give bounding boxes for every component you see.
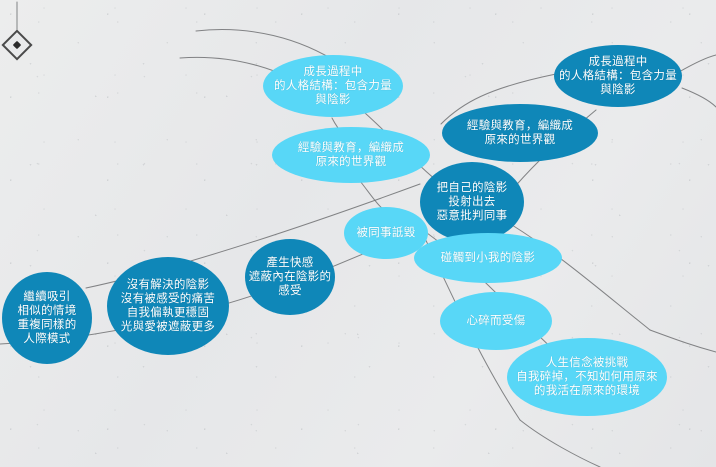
connector-line xyxy=(678,54,716,73)
mindmap-node[interactable]: 成長過程中 的人格結構：包含力量 與陰影 xyxy=(554,45,682,107)
mindmap-node[interactable]: 產生快感 遮蔽內在陰影的 感受 xyxy=(245,239,335,315)
mindmap-node-label: 被同事詆毀 xyxy=(356,226,416,239)
mindmap-node[interactable]: 碰觸到小我的陰影 xyxy=(414,233,562,283)
mindmap-node-label: 沒有解決的陰影 沒有被感受的痛苦 自我偏執更穩固 光與愛被遮蔽更多 xyxy=(120,278,216,334)
connector-line xyxy=(519,419,601,467)
mindmap-node-label: 繼續吸引 相似的情境 重複同樣的 人際模式 xyxy=(17,290,77,346)
mindmap-node[interactable]: 心碎而受傷 xyxy=(440,292,552,350)
connector-line xyxy=(681,87,716,108)
mindmap-node-label: 成長過程中 的人格結構：包含力量 與陰影 xyxy=(274,65,392,106)
mindmap-node[interactable]: 經驗與教育，編織成 原來的世界觀 xyxy=(272,127,430,183)
mindmap-node[interactable]: 人生信念被挑戰 自我碎掉，不知如何用原來 的我活在原來的環境 xyxy=(507,338,667,416)
mindmap-node[interactable]: 繼續吸引 相似的情境 重複同樣的 人際模式 xyxy=(2,272,92,364)
mindmap-node-label: 產生快感 遮蔽內在陰影的 感受 xyxy=(248,256,332,297)
mindmap-node-label: 把自己的陰影 投射出去 惡意批判同事 xyxy=(436,181,508,222)
mindmap-node-label: 成長過程中 的人格結構：包含力量 與陰影 xyxy=(559,55,677,96)
mindmap-node-label: 人生信念被挑戰 自我碎掉，不知如何用原來 的我活在原來的環境 xyxy=(516,356,658,397)
mindmap-node[interactable]: 被同事詆毀 xyxy=(344,207,428,259)
mindmap-node[interactable]: 把自己的陰影 投射出去 惡意批判同事 xyxy=(420,162,524,242)
connector-line xyxy=(649,329,716,353)
mindmap-node-label: 碰觸到小我的陰影 xyxy=(440,251,536,264)
mindmap-node-label: 心碎而受傷 xyxy=(466,314,526,327)
mindmap-node[interactable]: 成長過程中 的人格結構：包含力量 與陰影 xyxy=(263,55,403,117)
mindmap-node[interactable]: 沒有解決的陰影 沒有被感受的痛苦 自我偏執更穩固 光與愛被遮蔽更多 xyxy=(107,257,229,355)
root-diamond-node[interactable] xyxy=(1,29,33,61)
mindmap-node[interactable]: 經驗與教育，編織成 原來的世界觀 xyxy=(442,104,598,162)
mindmap-node-label: 經驗與教育，編織成 原來的世界觀 xyxy=(297,141,405,168)
mindmap-node-label: 經驗與教育，編織成 原來的世界觀 xyxy=(466,119,574,146)
